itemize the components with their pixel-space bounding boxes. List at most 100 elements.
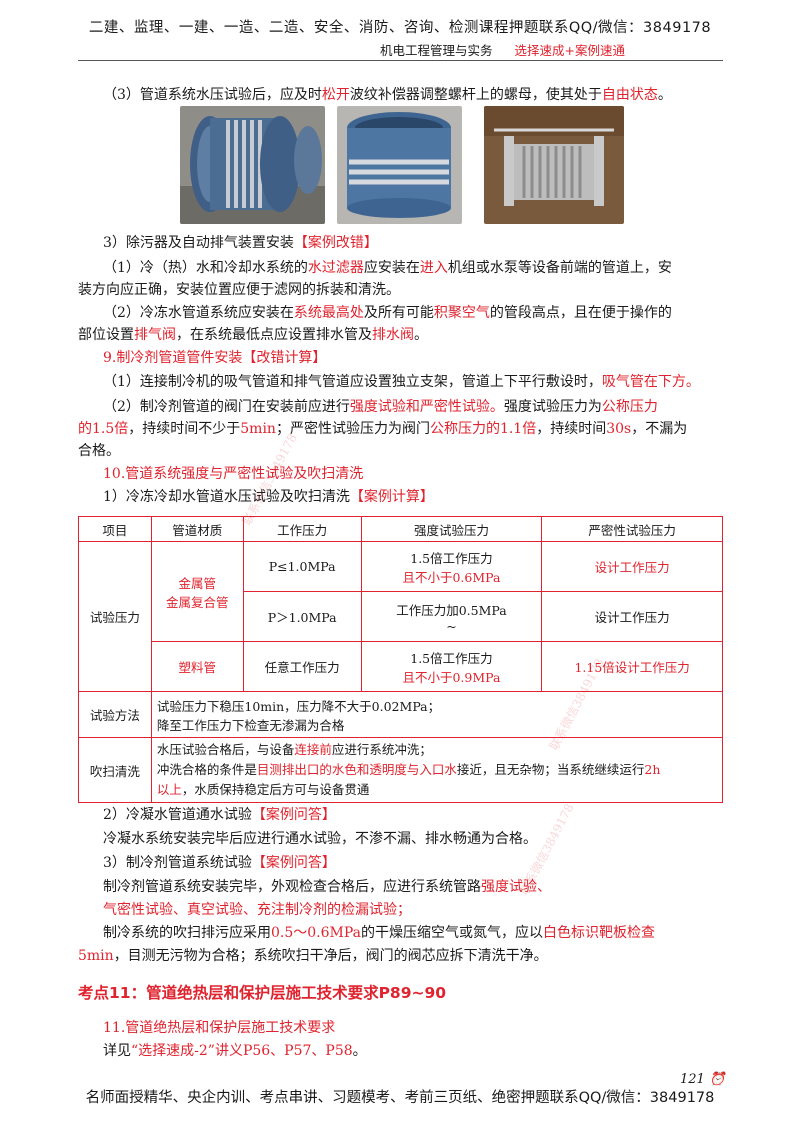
item9-p1-hl: 吸气管在下方。 [601,374,700,390]
item3-p1-hl2: 进入 [419,260,448,276]
item3-p2-l2b: ，在系统最低点应设置排水管及 [176,327,372,343]
item9-p2: （2）制冷剂管道的阀门在安装前应进行强度试验和严密性试验。强度试验压力为公称压力 [103,396,658,418]
table-row: 试验压力 金属管 金属复合管 P≤1.0MPa 1.5倍工作压力 且不小于0.6… [78,541,723,692]
table-row: 塑料管 任意工作压力 1.5倍工作压力 且不小于0.9MPa 1.15倍设计工作… [79,641,723,692]
r2-strength-a: 工作压力加0.5MPa [396,602,507,618]
item9-l2-b: ；严密性试验压力为阀门 [275,421,430,437]
sub3-l3a: 制冷系统的吹扫排污应采用 [103,925,271,941]
kp11-heading: 考点11：管道绝热层和保护层施工技术要求P89~90 [78,984,447,1002]
header-course: 机电工程管理与实务 选择速成+案例速通 [380,40,625,59]
sub2-body: 冷凝水系统安装完毕后应进行通水试验，不渗不漏、排水畅通为合格。 [103,831,537,847]
item9-p1: （1）连接制冷机的吸气管道和排气管道应设置独立支架，管道上下平行敷设时，吸气管在… [103,371,700,393]
flush-line1: 水压试验合格后，与设备连接前应进行系统冲洗； [157,740,717,760]
item10-sub1-tag: 【案例计算】 [349,489,434,505]
sub3-l4hl: 5min [78,948,114,964]
r2-strength: 工作压力加0.5MPa ~ [360,591,543,642]
item3-p1-c: 机组或水泵等设备前端的管道上，安 [447,260,672,276]
method-line1: 试验压力下稳压10min，压力降不大于0.02MPa； [156,698,441,714]
compensator-photo-3 [484,106,624,224]
sub3-line1: 制冷剂管道系统安装完毕，外观检查合格后，应进行系统管路强度试验、 [103,876,551,898]
kp11-body-b: 。 [352,1043,367,1059]
sub3-l3hl2: 白色标识靶板检查 [543,925,656,941]
r3-strength-a: 1.5倍工作压力 [410,650,493,666]
r2-work: P＞1.0MPa [242,591,362,642]
pressure-test-table: 项目 管道材质 工作压力 强度试验压力 严密性试验压力 试验压力 金属管 金属复… [78,516,724,803]
table-row: 试验方法 试验压力下稳压10min，压力降不大于0.02MPa； 降至工作压力下… [78,691,724,738]
item3-p2-line2: 部位设置排气阀，在系统最低点应设置排水管及排水阀。 [78,324,428,346]
r3-strength-b: 且不小于0.9MPa [402,669,501,685]
section3-line: （3）管道系统水压试验后，应及时松开波纹补偿器调整螺杆上的螺母，使其处于自由状态… [103,84,672,106]
item3-p1: （1）冷（热）水和冷却水系统的水过滤器应安装在进入机组或水泵等设备前端的管道上，… [103,257,672,279]
item3-p2-hl4: 排水阀 [372,327,414,343]
flush-line2: 冲洗合格的条件是目测排出口的水色和透明度与入口水接近，且无杂物；当系统继续运行2… [157,760,717,780]
method-line2: 降至工作压力下检查无渗漏为合格 [156,717,345,733]
sub3-line3: 制冷系统的吹扫排污应采用0.5～0.6MPa的干燥压缩空气或氮气，应以白色标识靶… [103,922,655,944]
sub2-tag: 【案例问答】 [251,807,336,823]
sub3-l3b: 的干燥压缩空气或氮气，应以 [361,925,544,941]
item3-tag: 【案例改错】 [293,235,378,251]
r2-tight: 设计工作压力 [541,591,723,642]
page-number: 121 ⏰ [680,1072,725,1087]
kp11-body-hl: “选择速成-2”讲义P56、P57、P58 [131,1043,353,1059]
item9-p2-hl1: 强度试验和严密性试验。 [349,399,504,415]
table-row: 吹扫清洗 水压试验合格后，与设备连接前应进行系统冲洗； 冲洗合格的条件是目测排出… [78,737,724,803]
item9-p2-a: （2）制冷剂管道的阀门在安装前应进行 [103,399,350,415]
flush-l1hl: 连接前 [294,742,332,757]
item10-title: 10.管道系统强度与严密性试验及吹扫清洗 [103,466,364,482]
r2-strength-b: ~ [446,618,457,634]
item9-l2-d: ，不漏为 [631,421,688,437]
sub2-title: 2）冷凝水管道通水试验【案例问答】 [103,804,336,826]
item9-l2-hl3: 公称压力的1.1倍 [429,421,537,437]
flush-line3: 以上，水质保持稳定后方可与设备贯通 [157,780,717,800]
flush-l2hl2: 2h [644,762,661,777]
item3-p2-a: （2）冷冻水管道系统应安装在 [103,305,294,321]
clock-icon: ⏰ [708,1072,726,1087]
kp11-body: 详见“选择速成-2”讲义P56、P57、P58。 [103,1040,367,1062]
sub3-title: 3）制冷剂管道系统试验【案例问答】 [103,852,336,874]
course-tag: 选择速成+案例速通 [514,43,625,58]
r1-strength: 1.5倍工作压力 且不小于0.6MPa [360,541,543,592]
item3-p1-hl1: 水过滤器 [307,260,364,276]
item3-p2-l2a: 部位设置 [78,327,134,343]
r3-tight: 1.15倍设计工作压力 [541,641,723,692]
item3-p2-hl1: 系统最高处 [293,305,364,321]
flush-l1a: 水压试验合格后，与设备 [156,742,295,757]
footer-promo: 名师面授精华、央企内训、考点串讲、习题模考、考前三页纸、绝密押题联系QQ/微信：… [85,1090,715,1106]
flush-l2b: 接近，且无杂物；当系统继续运行 [456,762,645,777]
header-promo: 二建、监理、一建、一造、二造、安全、消防、咨询、检测课程押题联系QQ/微信：38… [88,20,712,36]
item10-sub1: 1）冷冻冷却水管道水压试验及吹扫清洗【案例计算】 [103,486,434,508]
item3-p2: （2）冷冻水管道系统应安装在系统最高处及所有可能积聚空气的管段高点，且在便于操作… [103,302,672,324]
r3-work: 任意工作压力 [242,641,362,692]
item9-tag: 【改错计算】 [242,350,327,366]
course-name: 机电工程管理与实务 [380,43,493,58]
item3-title-text: 3）除污器及自动排气装置安装 [103,235,294,251]
r1-work: P≤1.0MPa [242,541,362,592]
material-metal-2: 金属复合管 [166,594,229,610]
section3-text: （3）管道系统水压试验后，应及时 [103,87,322,103]
item3-title: 3）除污器及自动排气装置安装【案例改错】 [103,232,378,254]
item9-l2-hl: 的1.5倍 [78,421,129,437]
kp11-sub: 11.管道绝热层和保护层施工技术要求 [103,1020,336,1036]
sub3-l1hl: 强度试验、 [481,879,551,895]
compensator-photo-2 [337,106,462,224]
row-label-method: 试验方法 [78,691,152,738]
section3-hl2: 自由状态 [601,87,658,103]
page-number-text: 121 [680,1072,705,1087]
flush-cell: 水压试验合格后，与设备连接前应进行系统冲洗； 冲洗合格的条件是目测排出口的水色和… [150,737,724,803]
compensator-photo-1 [180,106,325,224]
table-row: P＞1.0MPa 工作压力加0.5MPa ~ 设计工作压力 [79,591,723,642]
sub3-line4: 5min，目测无污物为合格；系统吹扫干净后，阀门的阀芯应拆下清洗干净。 [78,945,548,967]
item3-p2-c: 的管段高点，且在便于操作的 [489,305,672,321]
section3-end: 。 [657,87,672,103]
material-metal-1: 金属管 [178,575,217,591]
section3-mid: 波纹补偿器调整螺杆上的螺母，使其处于 [349,87,602,103]
th-work-pressure: 工作压力 [242,516,362,542]
th-strength-pressure: 强度试验压力 [360,516,543,542]
item9-p2-b: 强度试验压力为 [503,399,602,415]
header-divider [78,60,723,61]
item9-p1-a: （1）连接制冷机的吸气管道和排气管道应设置独立支架，管道上下平行敷设时， [103,374,602,390]
material-metal: 金属管 金属复合管 [150,541,244,642]
r1-tight: 设计工作压力 [541,541,723,592]
item9-p2-hl2: 公称压力 [601,399,658,415]
sub3-line2: 气密性试验、真空试验、充注制冷剂的检漏试验； [103,902,411,918]
